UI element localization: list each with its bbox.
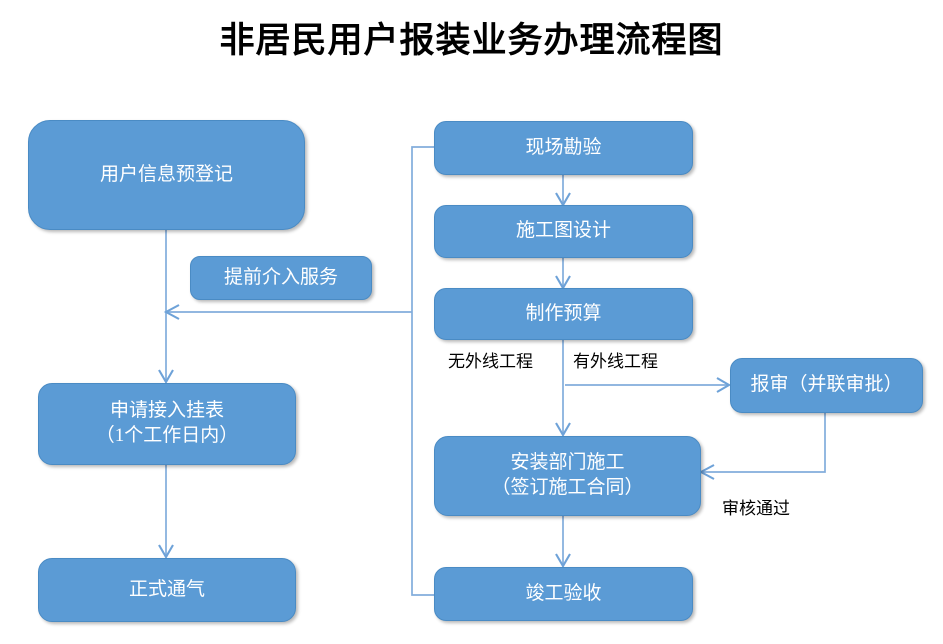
arrowhead-survey-to-design	[555, 192, 571, 208]
node-drawing-design-label: 施工图设计	[515, 220, 611, 242]
node-pre-register[interactable]: 用户信息预登记	[28, 120, 305, 230]
node-early-service[interactable]: 提前介入服务	[190, 256, 372, 300]
arrowhead-rail-to-prereg	[163, 304, 180, 320]
arrowhead-budget-to-review	[716, 377, 732, 393]
node-completion-check-label: 竣工验收	[525, 582, 602, 604]
node-apply-meter-label: 申请接入挂表 （1个工作日内）	[95, 400, 239, 446]
node-completion-check[interactable]: 竣工验收	[434, 567, 693, 621]
node-make-budget[interactable]: 制作预算	[434, 288, 693, 340]
node-pre-register-label: 用户信息预登记	[99, 163, 233, 185]
page-title: 非居民用户报装业务办理流程图	[219, 21, 724, 60]
arrowhead-budget-to-install	[555, 422, 571, 438]
node-early-service-label: 提前介入服务	[223, 266, 338, 288]
edge-rail-to-completion	[411, 312, 434, 596]
arrowhead-prereg-to-apply	[158, 369, 174, 385]
node-make-budget-label: 制作预算	[525, 302, 602, 324]
node-apply-meter[interactable]: 申请接入挂表 （1个工作日内）	[38, 383, 296, 465]
node-drawing-design[interactable]: 施工图设计	[434, 205, 693, 258]
edge-survey-rail-top	[411, 146, 434, 312]
arrowhead-design-to-budget	[555, 275, 571, 291]
node-install-dept[interactable]: 安装部门施工 （签订施工合同）	[434, 436, 701, 516]
node-report-review[interactable]: 报审（并联审批）	[730, 358, 923, 413]
edge-label-has-external: 有外线工程	[573, 352, 658, 371]
edge-label-review-passed: 审核通过	[722, 499, 790, 518]
arrowhead-install-to-completion	[555, 553, 571, 569]
node-install-dept-label: 安装部门施工 （签订施工合同）	[491, 452, 644, 498]
node-site-survey-label: 现场勘验	[525, 136, 602, 158]
arrowhead-review-to-install	[698, 464, 715, 480]
node-formal-gas-label: 正式通气	[128, 578, 205, 600]
edge-review-to-install	[702, 413, 826, 473]
node-formal-gas[interactable]: 正式通气	[38, 558, 296, 622]
node-report-review-label: 报审（并联审批）	[750, 374, 903, 396]
arrowhead-apply-to-gas	[158, 544, 174, 560]
node-site-survey[interactable]: 现场勘验	[434, 121, 693, 175]
edge-label-no-external: 无外线工程	[448, 352, 533, 371]
